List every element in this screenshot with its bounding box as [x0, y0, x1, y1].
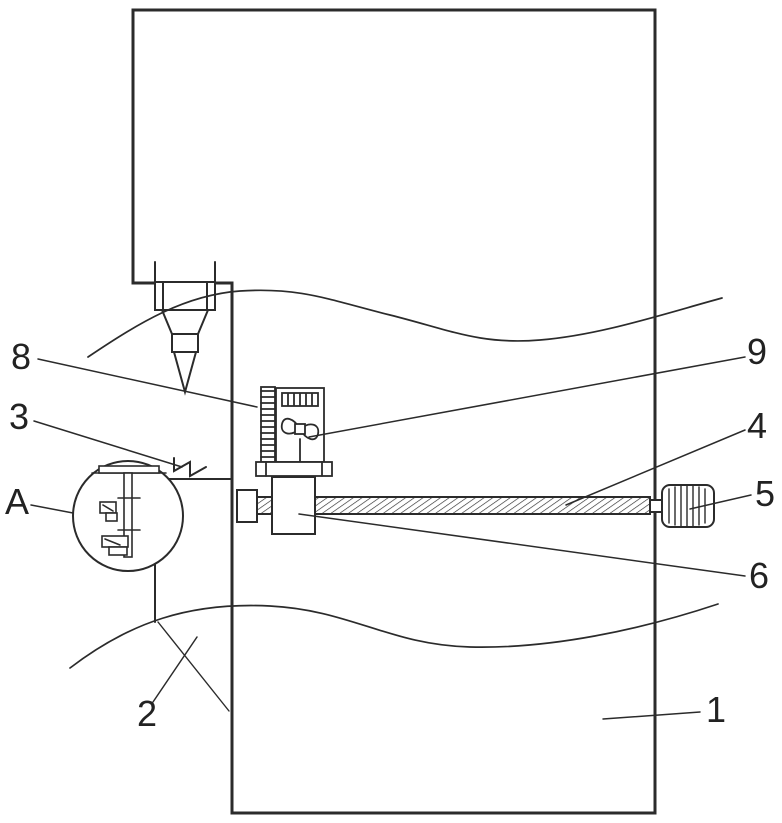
spindle-nozzle: [154, 261, 216, 396]
knob-neck: [649, 499, 663, 513]
label-9: 9: [747, 331, 767, 372]
fan-assembly: [255, 386, 333, 477]
leader-line-8: [37, 358, 258, 408]
fan-hub: [294, 423, 306, 435]
lead-screw-assembly: [236, 476, 715, 535]
break-line-lower: [69, 603, 719, 669]
leader-line-4: [565, 429, 746, 506]
label-a: A: [5, 481, 29, 522]
leader-line-6: [298, 513, 746, 577]
knob-knurling: [668, 485, 706, 527]
leader-lines: [30, 356, 752, 720]
label-4: 4: [747, 405, 767, 446]
leader-line-9: [308, 356, 746, 438]
fan-base-plate: [255, 461, 333, 477]
nozzle-tip: [172, 351, 198, 396]
label-5: 5: [755, 473, 775, 514]
mounting-bracket: [173, 457, 207, 478]
carriage-cut-line: [157, 621, 230, 712]
label-3: 3: [9, 396, 29, 437]
label-6: 6: [749, 555, 769, 596]
slider-block: [271, 476, 316, 535]
leader-line-3: [33, 420, 183, 468]
label-2: 2: [137, 693, 157, 734]
reference-labels: 8 3 A 2 9 4 5 6 1: [5, 331, 775, 734]
machine-body-outline: [131, 8, 657, 815]
leader-line-2: [152, 636, 198, 703]
detail-a-contents: [91, 465, 167, 558]
break-line-upper: [87, 289, 723, 358]
drawing-root: 8 3 A 2 9 4 5 6 1: [5, 8, 775, 815]
leader-line-1: [602, 711, 701, 720]
label-1: 1: [706, 689, 726, 730]
label-8: 8: [11, 336, 31, 377]
bearing-block: [236, 489, 258, 523]
leader-line-5: [689, 494, 752, 510]
leader-line-a: [30, 504, 74, 514]
